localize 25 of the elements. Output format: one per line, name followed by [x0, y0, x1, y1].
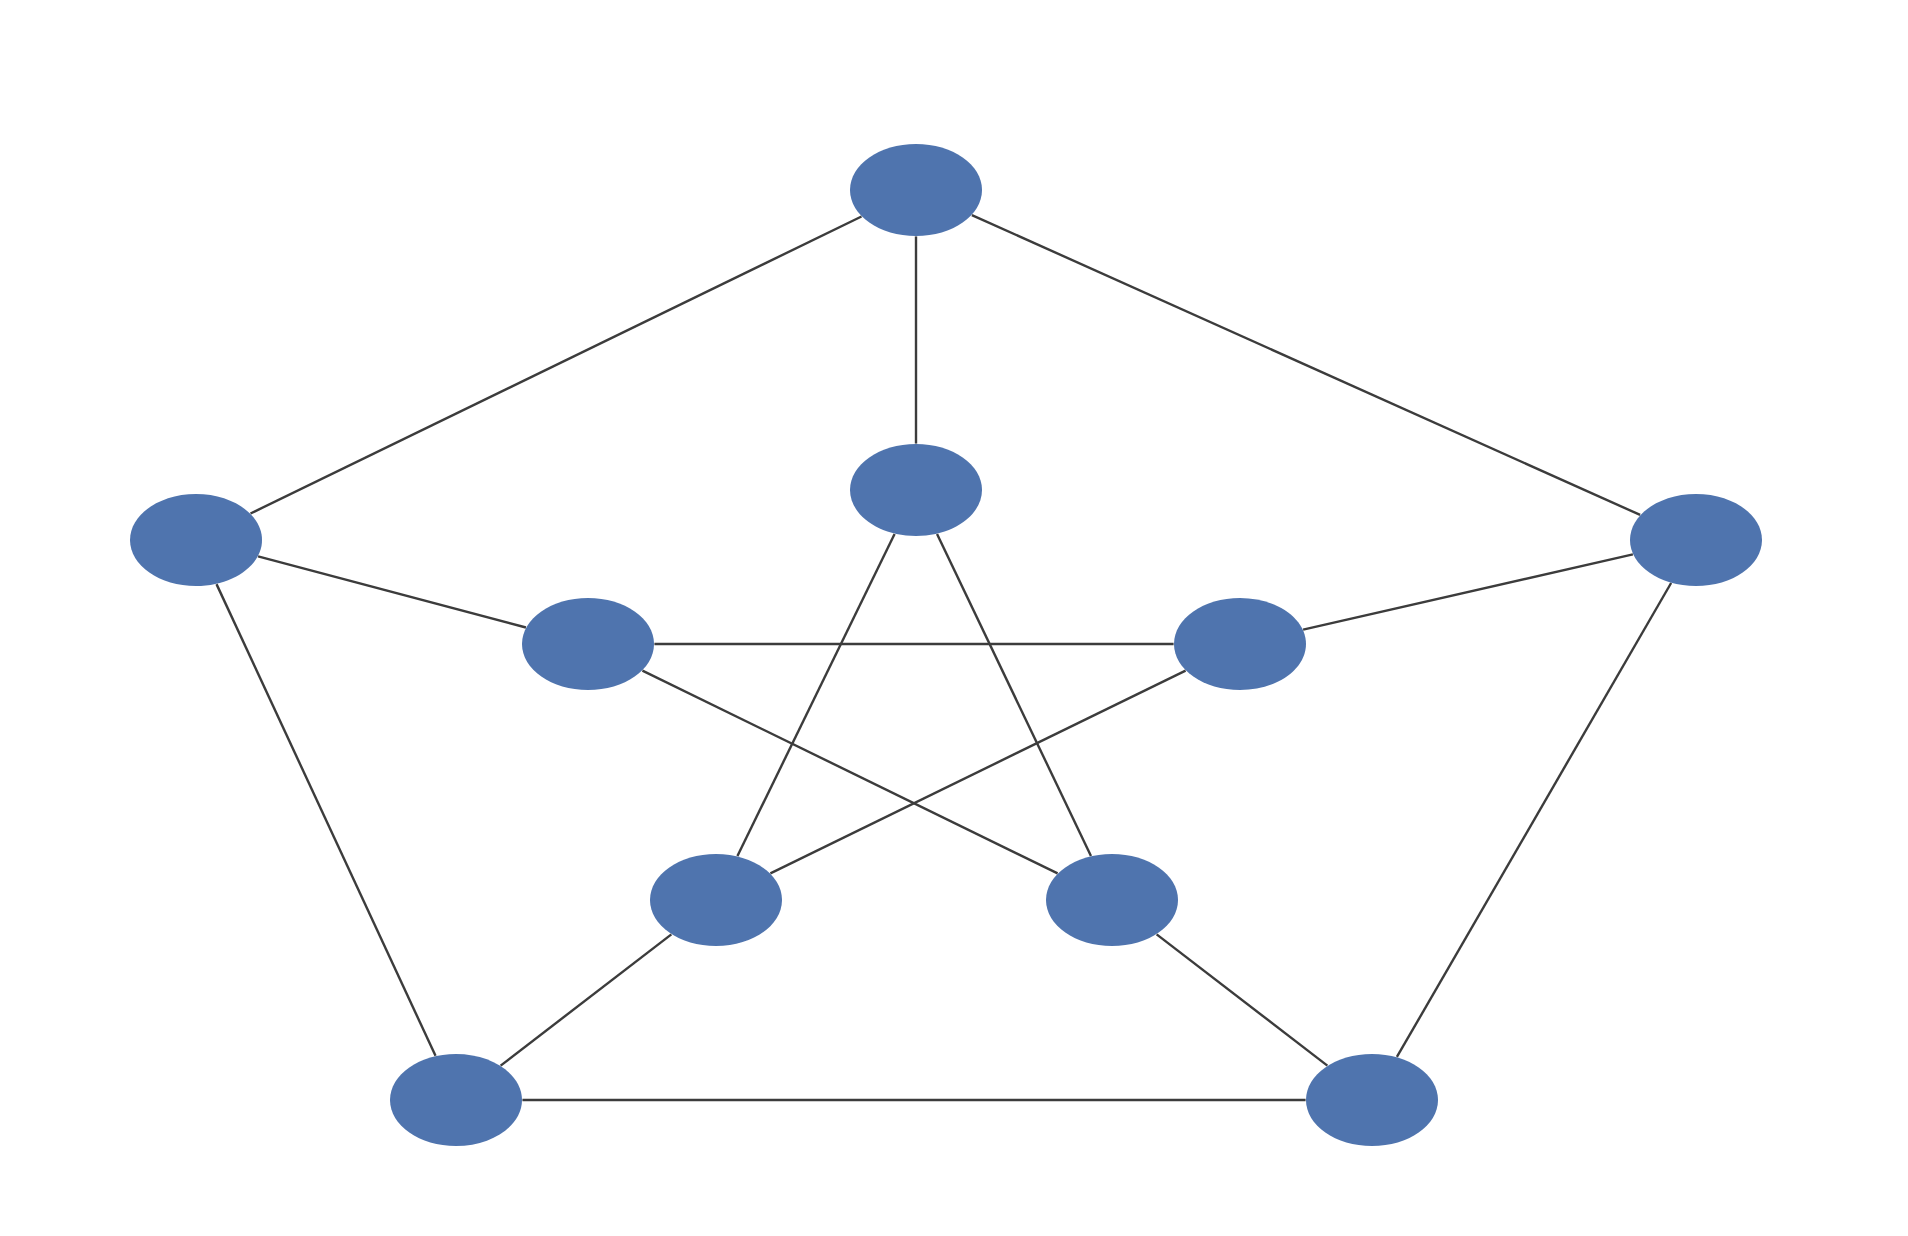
- graph-edge: [654, 642, 1174, 646]
- vertex-ellipse: [850, 444, 982, 536]
- vertex-ellipse: [390, 1054, 522, 1146]
- vertex-ellipse: [1046, 854, 1178, 946]
- vertex-ellipse: [522, 598, 654, 690]
- graph-edge: [1395, 582, 1673, 1058]
- vertex-ellipse: [1306, 1054, 1438, 1146]
- graph-edge: [971, 213, 1641, 516]
- graph-edge: [641, 669, 1059, 875]
- graph-edge: [736, 533, 896, 857]
- graph-edge: [914, 236, 918, 444]
- graph-edge: [1155, 933, 1329, 1067]
- graph-edge: [250, 215, 863, 515]
- vertex-ellipse: [130, 494, 262, 586]
- graph-edge: [522, 1098, 1306, 1102]
- graph-edge: [1302, 553, 1634, 631]
- graph-edge: [215, 583, 437, 1057]
- vertex-ellipse: [1174, 598, 1306, 690]
- vertex-ellipse: [650, 854, 782, 946]
- graph-edge: [769, 669, 1187, 875]
- graph-edge: [935, 533, 1093, 857]
- vertex-ellipse: [1630, 494, 1762, 586]
- graph-edge: [257, 555, 527, 629]
- vertex-ellipse: [850, 144, 982, 236]
- graph-edge: [499, 933, 673, 1067]
